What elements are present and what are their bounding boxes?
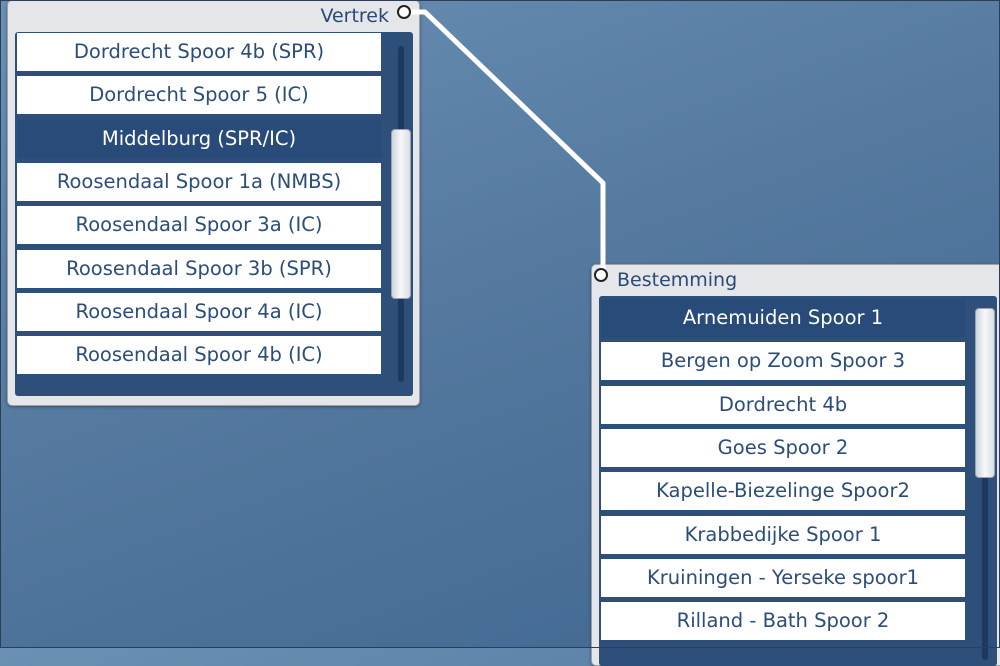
vertrek-list-item[interactable]: Dordrecht Spoor 4b (SPR)	[17, 33, 381, 71]
vertrek-port-icon[interactable]	[397, 5, 411, 19]
bestemming-list-item[interactable]: Dordrecht 4b	[601, 385, 965, 424]
vertrek-list[interactable]: Dordrecht Spoor 4b (SPR) Dordrecht Spoor …	[15, 32, 413, 396]
vertrek-list-item[interactable]: Roosendaal Spoor 4a (IC)	[17, 292, 381, 331]
vertrek-panel: Vertrek Dordrecht Spoor 4b (SPR)Dordrech…	[7, 0, 420, 406]
vertrek-list-item[interactable]: Roosendaal Spoor 4b (IC)	[17, 336, 381, 375]
vertrek-list-item[interactable]: Roosendaal Spoor 1a (NMBS)	[17, 162, 381, 201]
bestemming-list-item[interactable]: Arnemuiden Spoor 1	[601, 299, 965, 337]
bestemming-list-item[interactable]: Goes Spoor 2	[601, 428, 965, 467]
bestemming-title: Bestemming	[617, 269, 738, 291]
bestemming-list-item[interactable]: Bergen op Zoom Spoor 3	[601, 342, 965, 381]
vertrek-list-item[interactable]: Roosendaal Spoor 3a (IC)	[17, 206, 381, 245]
vertrek-list-item[interactable]: Roosendaal Spoor 3b (SPR)	[17, 249, 381, 288]
vertrek-title: Vertrek	[320, 5, 389, 27]
bestemming-port-icon[interactable]	[594, 268, 608, 282]
bestemming-scroll-thumb[interactable]	[975, 308, 995, 478]
vertrek-scroll-thumb[interactable]	[391, 129, 411, 299]
bestemming-scroll-track[interactable]	[982, 310, 988, 660]
vertrek-list-item[interactable]: Middelburg (SPR/IC)	[17, 119, 381, 158]
bestemming-list-item[interactable]: Kruiningen - Yerseke spoor1	[601, 558, 965, 597]
bestemming-panel: Bestemming Arnemuiden Spoor 1 Bergen op Z…	[591, 264, 1000, 666]
bestemming-list[interactable]: Arnemuiden Spoor 1 Bergen op Zoom Spoor 3…	[599, 296, 997, 666]
vertrek-list-item[interactable]: Dordrecht Spoor 5 (IC)	[17, 76, 381, 115]
bestemming-list-item[interactable]: Rilland - Bath Spoor 2	[601, 602, 965, 641]
connector-wire	[0, 0, 1000, 648]
bestemming-list-item[interactable]: Kapelle-Biezelinge Spoor2	[601, 472, 965, 511]
bestemming-list-item[interactable]: Krabbedijke Spoor 1	[601, 515, 965, 554]
